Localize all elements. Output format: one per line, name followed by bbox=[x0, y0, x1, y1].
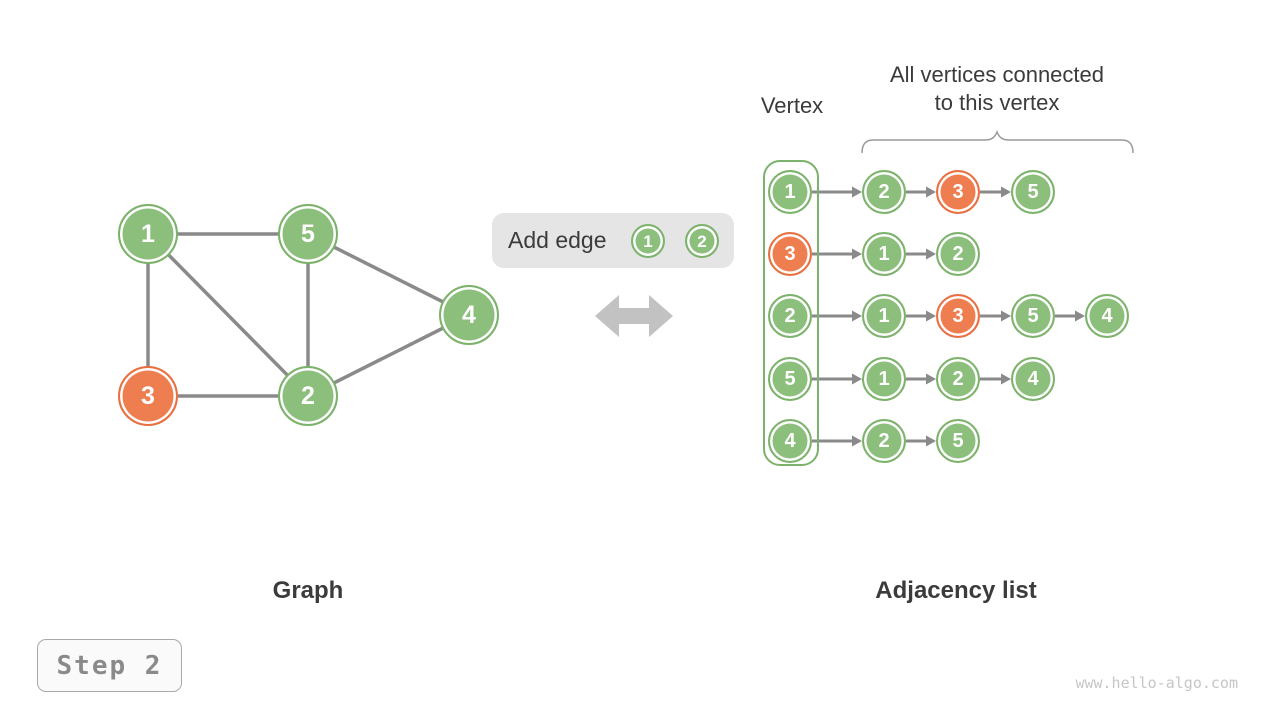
adj-neighbor-5-2-label: 2 bbox=[952, 368, 964, 390]
graph-vertex-3-label: 3 bbox=[141, 381, 155, 410]
graph-vertex-1: 1 bbox=[118, 204, 178, 264]
adj-arrow-r3-1-head bbox=[926, 373, 936, 385]
adj-neighbor-1-5: 5 bbox=[1011, 170, 1055, 214]
adj-vertex-1-label: 1 bbox=[784, 181, 796, 203]
adj-vertex-4: 4 bbox=[768, 419, 812, 463]
add-edge-vertex-2: 2 bbox=[685, 224, 719, 258]
adj-arrow-r0-2-head bbox=[1001, 186, 1011, 198]
watermark: www.hello-algo.com bbox=[1075, 674, 1238, 692]
adj-arrow-r1-1-head bbox=[926, 248, 936, 260]
adj-arrow-r0-1-head bbox=[926, 186, 936, 198]
adj-neighbor-4-5: 5 bbox=[936, 419, 980, 463]
adj-vertex-5-label: 5 bbox=[784, 368, 796, 390]
adj-vertex-2-label: 2 bbox=[784, 305, 796, 327]
adj-neighbor-2-3: 3 bbox=[936, 294, 980, 338]
adj-neighbor-5-2: 2 bbox=[936, 357, 980, 401]
adj-neighbor-3-1-label: 1 bbox=[878, 243, 890, 265]
adj-arrow-r3-2-head bbox=[1001, 373, 1011, 385]
adj-neighbor-2-1-label: 1 bbox=[878, 305, 890, 327]
adj-neighbor-2-3-label: 3 bbox=[952, 305, 964, 327]
graph-vertex-2: 2 bbox=[278, 366, 338, 426]
add-edge-label: Add edge bbox=[508, 227, 607, 253]
adj-neighbor-1-3-label: 3 bbox=[952, 181, 964, 203]
adj-neighbor-2-5-label: 5 bbox=[1027, 305, 1039, 327]
adj-neighbor-4-2-label: 2 bbox=[878, 430, 890, 452]
vertex-column-frame bbox=[763, 160, 819, 466]
graph-vertex-2-label: 2 bbox=[301, 381, 315, 410]
adj-arrow-r3-0-head bbox=[852, 373, 862, 385]
adj-neighbor-2-5: 5 bbox=[1011, 294, 1055, 338]
adj-arrow-r2-2-head bbox=[1001, 310, 1011, 322]
adj-neighbor-1-3: 3 bbox=[936, 170, 980, 214]
adj-neighbor-4-2: 2 bbox=[862, 419, 906, 463]
adj-neighbor-1-2: 2 bbox=[862, 170, 906, 214]
adj-vertex-1: 1 bbox=[768, 170, 812, 214]
add-edge-vertex-2-label: 2 bbox=[697, 231, 707, 251]
adj-neighbor-2-4: 4 bbox=[1085, 294, 1129, 338]
neighbors-brace bbox=[861, 129, 1134, 154]
adj-neighbor-5-1: 1 bbox=[862, 357, 906, 401]
adj-neighbor-3-2-label: 2 bbox=[952, 243, 964, 265]
adj-arrow-r4-0-head bbox=[852, 435, 862, 447]
neighbors-header-line1: All vertices connected bbox=[890, 62, 1104, 87]
adj-neighbor-4-5-label: 5 bbox=[952, 430, 964, 452]
adj-vertex-2: 2 bbox=[768, 294, 812, 338]
adj-neighbor-3-2: 2 bbox=[936, 232, 980, 276]
adj-arrow-r1-0-head bbox=[852, 248, 862, 260]
adj-arrow-r0-0-head bbox=[852, 186, 862, 198]
step-badge-label: Step 2 bbox=[56, 650, 163, 681]
graph-vertex-4: 4 bbox=[439, 285, 499, 345]
adj-neighbor-5-4-label: 4 bbox=[1027, 368, 1039, 390]
graph-vertex-3: 3 bbox=[118, 366, 178, 426]
adj-arrow-r4-1-head bbox=[926, 435, 936, 447]
adj-vertex-3: 3 bbox=[768, 232, 812, 276]
graph-vertex-1-label: 1 bbox=[141, 219, 155, 248]
graph-vertex-5: 5 bbox=[278, 204, 338, 264]
adj-arrow-r2-0-head bbox=[852, 310, 862, 322]
double-arrow-icon bbox=[595, 295, 673, 337]
adj-arrow-r2-3-head bbox=[1075, 310, 1085, 322]
add-edge-vertex-1: 1 bbox=[631, 224, 665, 258]
adj-neighbor-5-4: 4 bbox=[1011, 357, 1055, 401]
vertex-column-header: Vertex bbox=[760, 93, 824, 118]
step-badge: Step 2 bbox=[37, 639, 182, 692]
adjacency-list-caption: Adjacency list bbox=[875, 577, 1037, 604]
neighbors-header-line2: to this vertex bbox=[934, 90, 1060, 115]
adj-neighbor-2-4-label: 4 bbox=[1101, 305, 1113, 327]
graph-vertex-5-label: 5 bbox=[301, 219, 315, 248]
adj-vertex-3-label: 3 bbox=[784, 243, 796, 265]
adj-neighbor-2-1: 1 bbox=[862, 294, 906, 338]
graph-caption: Graph bbox=[272, 577, 344, 604]
adj-neighbor-3-1: 1 bbox=[862, 232, 906, 276]
adj-neighbor-1-5-label: 5 bbox=[1027, 181, 1039, 203]
adj-arrow-r2-1-head bbox=[926, 310, 936, 322]
adj-vertex-5: 5 bbox=[768, 357, 812, 401]
graph-edge-1-2 bbox=[146, 232, 310, 398]
add-edge-vertex-1-label: 1 bbox=[643, 231, 653, 251]
adj-vertex-4-label: 4 bbox=[784, 430, 796, 452]
graph-vertex-4-label: 4 bbox=[462, 300, 476, 329]
adj-neighbor-1-2-label: 2 bbox=[878, 181, 890, 203]
adj-neighbor-5-1-label: 1 bbox=[878, 368, 890, 390]
